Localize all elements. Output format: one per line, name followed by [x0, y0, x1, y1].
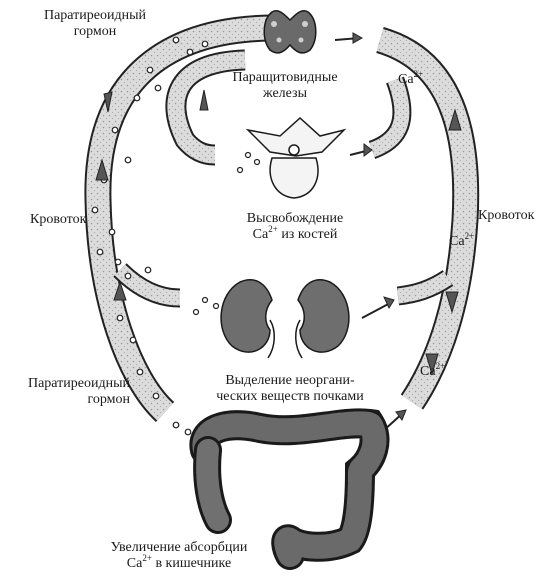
kidney-line2: ческих веществ почками — [216, 389, 364, 404]
kidney-line1: Выделение неоргани- — [225, 373, 355, 388]
ca-right-low-charge: 2+ — [435, 361, 446, 371]
kidney-right-icon — [295, 279, 350, 359]
absorption-charge: 2+ — [142, 553, 152, 563]
ca-right-low-symbol: Ca — [420, 364, 436, 379]
ca-right-mid-symbol: Ca — [449, 234, 465, 249]
absorption-label: Увеличение абсорбции Ca2+ в кишечнике — [88, 540, 270, 572]
bone-release-rest: из костей — [277, 227, 338, 242]
pth-bottom-line1: Паратиреоидный — [27, 376, 130, 391]
ca-right-mid-charge: 2+ — [464, 231, 475, 241]
bone-release-charge: 2+ — [268, 224, 278, 234]
bone-release-label: Высвобождение Ca2+ из костей — [220, 211, 370, 243]
ca-right-mid-label: Ca2+ — [449, 231, 475, 250]
bloodflow-right-text: Кровоток — [478, 208, 535, 223]
parathyroid-line2: железы — [262, 86, 307, 101]
ca-top-label: Ca2+ — [398, 69, 424, 88]
bone-release-line2: Ca2+ из костей — [220, 224, 370, 243]
bone-release-line1: Высвобождение — [246, 211, 344, 226]
pth-top-line1: Паратиреоидный — [43, 8, 146, 23]
parathyroid-line1: Паращитовидные — [232, 70, 338, 85]
flow-arrows — [95, 32, 462, 433]
ca-right-low-label: Ca2+ — [420, 361, 446, 380]
bloodflow-left-text: Кровоток — [30, 212, 87, 227]
pth-bottom-label: Паратиреоидный гормон — [2, 376, 130, 408]
absorption-line2: Ca2+ в кишечнике — [88, 553, 270, 572]
absorption-ca: Ca — [126, 556, 143, 571]
kidney-excretion-label: Выделение неоргани- ческих веществ почка… — [195, 373, 385, 405]
right-blood-vessel — [368, 27, 480, 410]
parathyroid-label: Паращитовидные железы — [215, 70, 355, 102]
pth-top-line2: гормон — [73, 24, 117, 39]
vertebra-bone — [245, 116, 347, 199]
kidney-left-icon — [220, 279, 275, 359]
parathyroid-glands — [263, 9, 317, 54]
ca-top-symbol: Ca — [398, 72, 414, 87]
bloodflow-left-label: Кровоток — [30, 212, 86, 228]
ca-top-charge: 2+ — [413, 69, 424, 79]
bone-release-ca: Ca — [252, 227, 269, 242]
absorption-line1: Увеличение абсорбции — [110, 540, 248, 555]
bloodflow-right-label: Кровоток — [478, 208, 534, 224]
pth-top-label: Паратиреоидный гормон — [30, 8, 160, 40]
intestine-icon — [189, 408, 390, 570]
absorption-rest: в кишечнике — [151, 556, 232, 571]
pth-bottom-line2: гормон — [87, 392, 130, 407]
